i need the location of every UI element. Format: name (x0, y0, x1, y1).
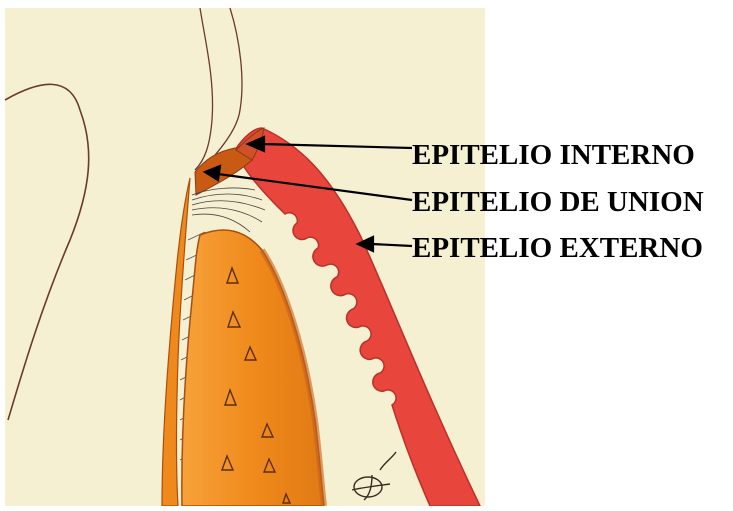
label-inner-epithelium: EPITELIO INTERNO (412, 141, 695, 170)
label-outer-epithelium: EPITELIO EXTERNO (412, 234, 703, 263)
label-junctional-epithelium: EPITELIO DE UNION (412, 188, 704, 217)
